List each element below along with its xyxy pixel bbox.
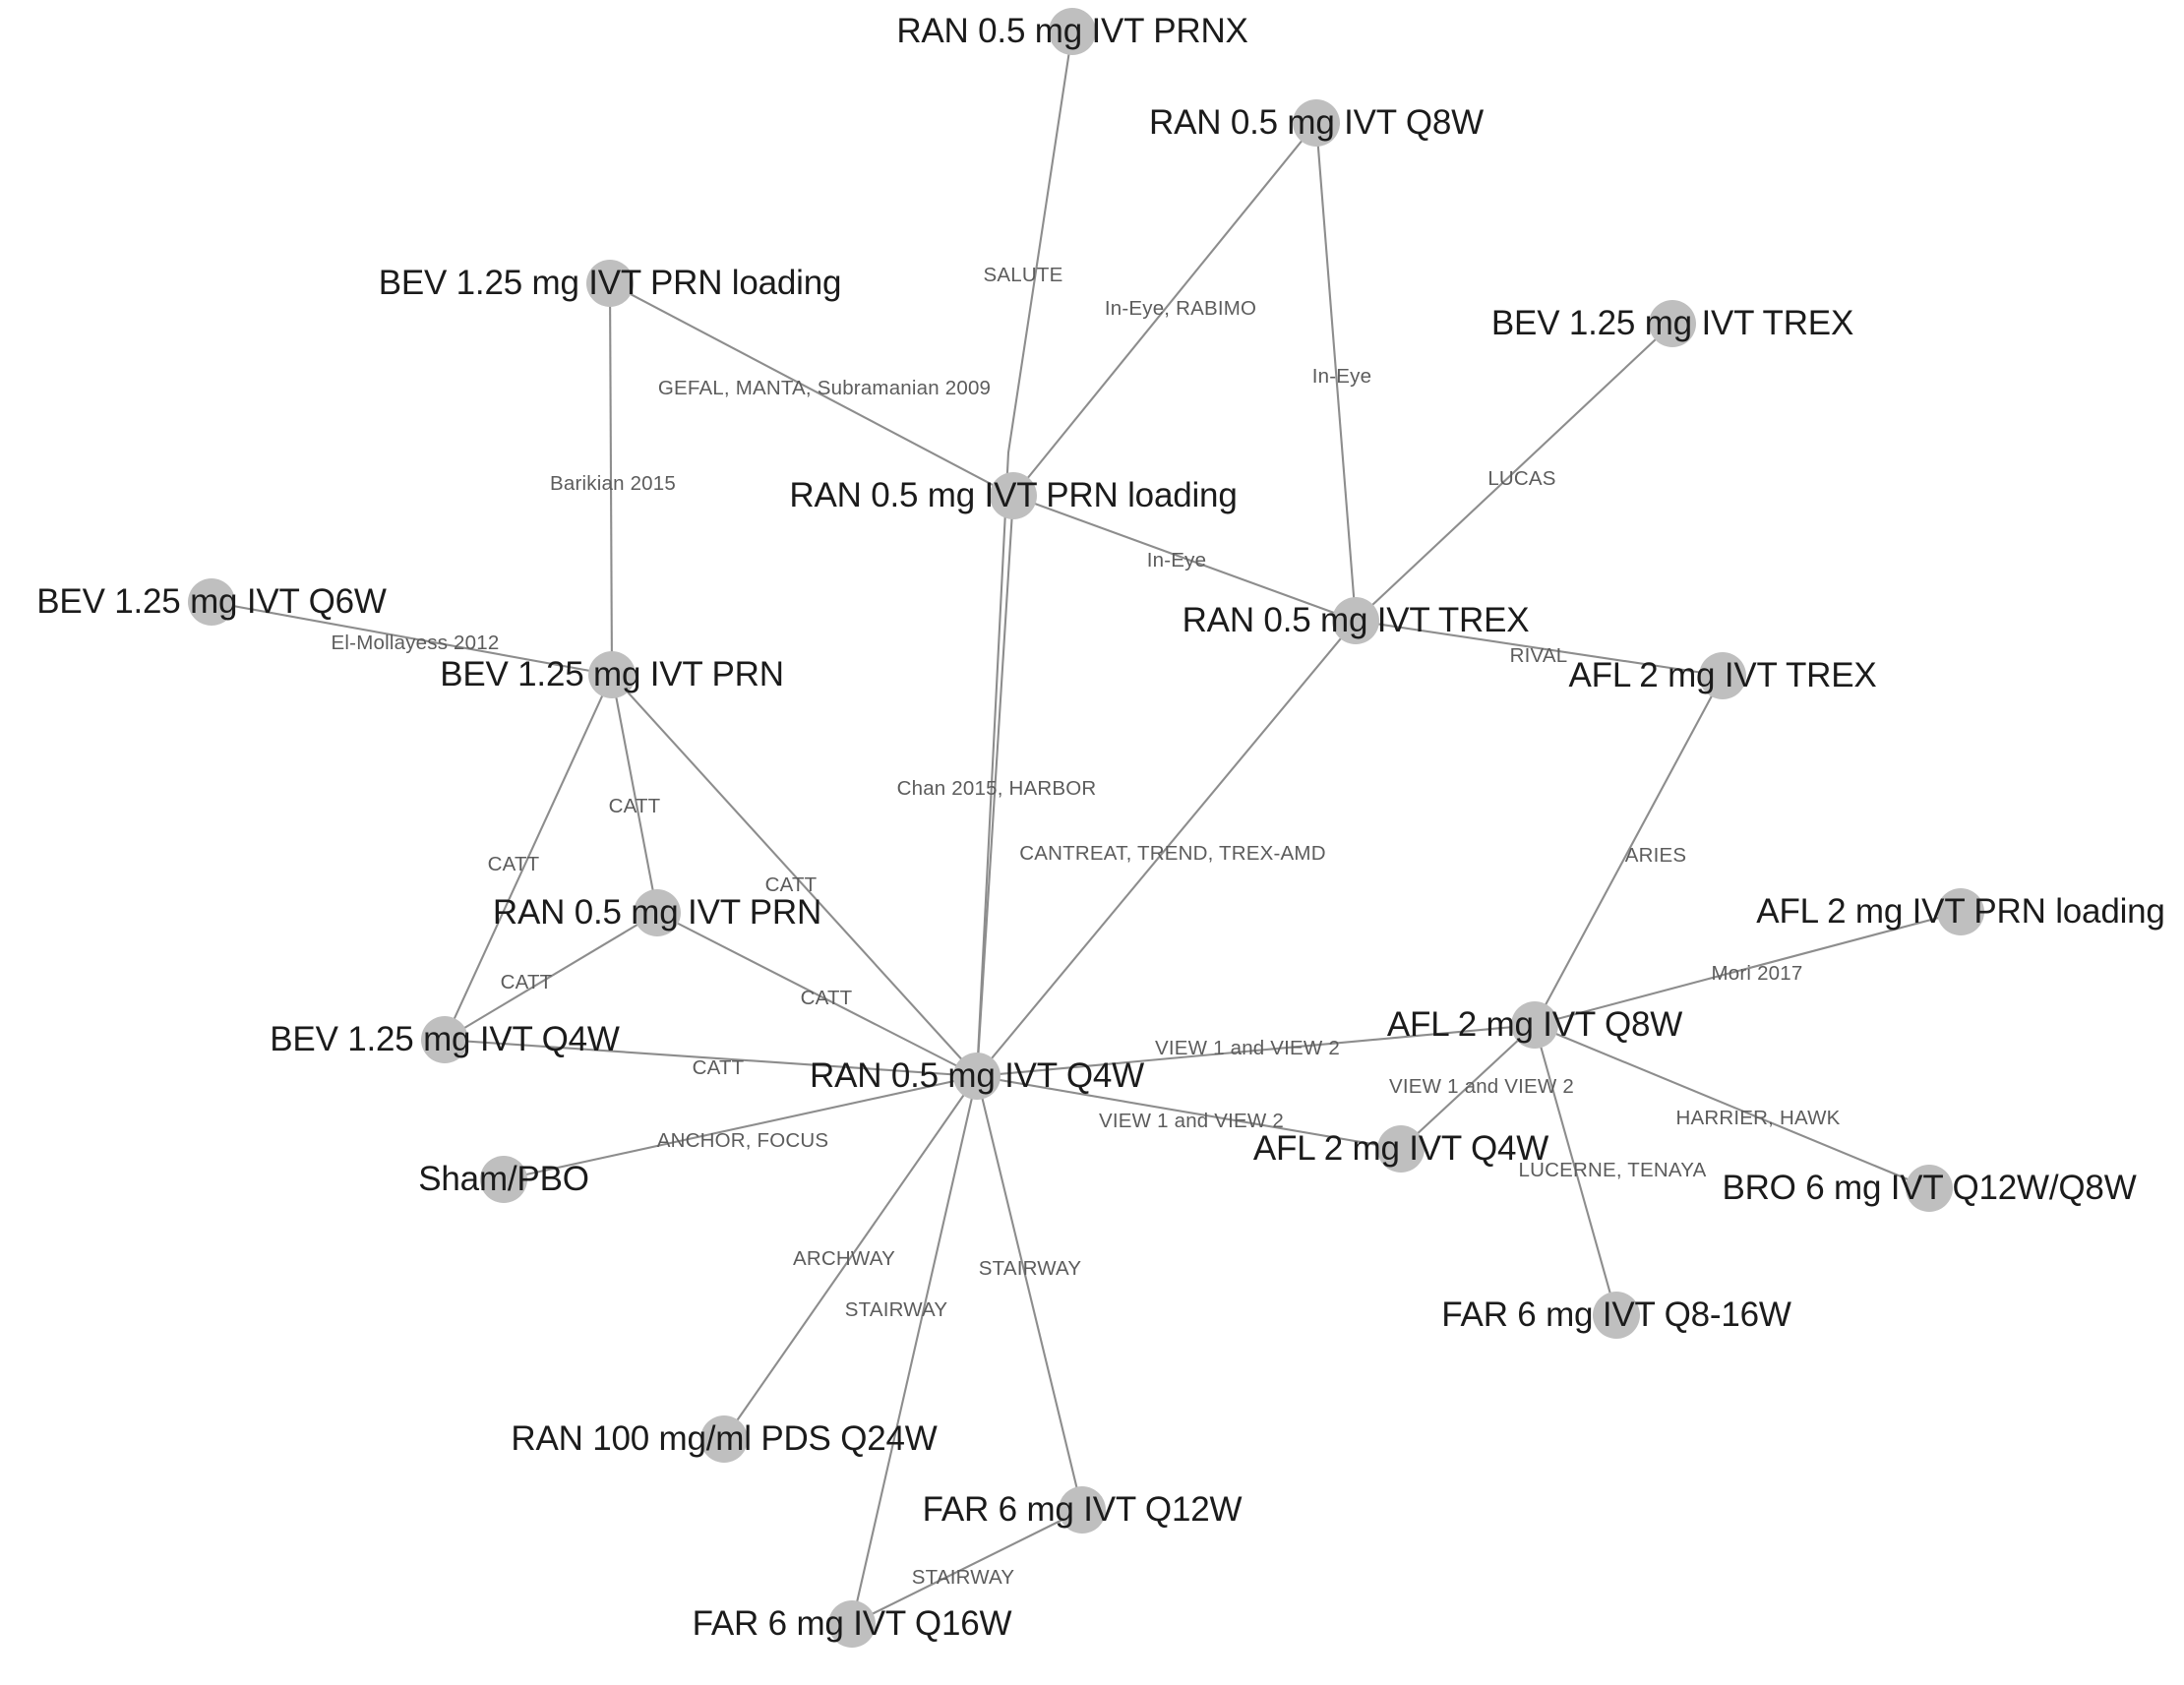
node-bev_q4w[interactable] (421, 1016, 468, 1063)
edge-ran_prn-to-bev_q4w (444, 912, 658, 1041)
node-afl_trex[interactable] (1699, 652, 1746, 699)
edge-bev_prn-to-ran_prn (610, 674, 659, 914)
edge-ran_prn_loading-to-ran_q4w (975, 495, 1015, 1077)
node-ran_trex[interactable] (1332, 597, 1379, 644)
edge-ran_prn_loading-to-ran_trex (1012, 495, 1357, 622)
node-bev_prn_loading[interactable] (586, 260, 634, 307)
edge-ran_q4w-to-afl_q4w (976, 1074, 1402, 1151)
node-bev_trex[interactable] (1649, 300, 1696, 347)
node-ran_pds_q24w[interactable] (700, 1415, 748, 1463)
node-ran_prn[interactable] (634, 889, 681, 936)
node-ran_prnx[interactable] (1049, 8, 1096, 55)
edge-ran_q4w-to-ran_pds_q24w (723, 1075, 978, 1440)
edge-ran_q8w-to-ran_trex (1314, 122, 1358, 622)
node-bev_q6w[interactable] (188, 578, 235, 626)
edge-ran_q4w-to-far_q12w (975, 1075, 1084, 1511)
node-afl_q4w[interactable] (1377, 1125, 1425, 1173)
node-bro_q12w_q8w[interactable] (1906, 1165, 1953, 1212)
node-sham_pbo[interactable] (480, 1156, 527, 1203)
node-bev_prn[interactable] (588, 651, 636, 698)
node-ran_q4w[interactable] (953, 1053, 1001, 1100)
edge-bev_prn-to-bev_q4w (444, 674, 613, 1041)
edge-afl_q8w-to-far_q8_16w (1533, 1024, 1618, 1316)
nodes-layer (188, 8, 1984, 1648)
edge-ran_prnx-to-ran_q4w (975, 30, 1074, 1077)
edge-bev_q4w-to-ran_q4w (444, 1038, 978, 1078)
edge-ran_q4w-to-afl_q8w (976, 1023, 1536, 1078)
edge-afl_q4w-to-afl_q8w (1400, 1024, 1536, 1150)
edge-ran_q4w-to-far_q16w (850, 1075, 979, 1625)
edge-bev_q6w-to-bev_prn (211, 600, 613, 677)
node-ran_q8w[interactable] (1293, 99, 1340, 147)
node-ran_prn_loading[interactable] (990, 472, 1037, 519)
edge-afl_trex-to-afl_q8w (1534, 675, 1724, 1026)
edge-bev_prn-to-ran_q4w (611, 674, 978, 1077)
node-far_q12w[interactable] (1059, 1486, 1106, 1534)
edge-ran_prn-to-ran_q4w (656, 912, 978, 1077)
edge-afl_q8w-to-afl_prn_loading (1534, 910, 1962, 1027)
edge-ran_prn_loading-to-ran_q8w (1012, 122, 1317, 497)
node-far_q16w[interactable] (828, 1600, 876, 1648)
edge-bev_trex-to-ran_trex (1355, 323, 1673, 622)
edge-far_q12w-to-far_q16w (851, 1509, 1083, 1625)
edge-bev_prn_loading-to-bev_prn (608, 282, 614, 676)
edges-layer (211, 30, 1962, 1625)
edge-bev_prn_loading-to-ran_prn_loading (609, 282, 1014, 497)
node-afl_prn_loading[interactable] (1937, 888, 1984, 935)
edge-sham_pbo-to-ran_q4w (503, 1074, 978, 1181)
edge-afl_q8w-to-bro_q12w_q8w (1534, 1024, 1930, 1189)
edge-ran_trex-to-afl_trex (1355, 619, 1724, 678)
edge-ran_trex-to-ran_q4w (976, 620, 1357, 1077)
node-afl_q8w[interactable] (1511, 1001, 1558, 1049)
node-far_q8_16w[interactable] (1593, 1292, 1640, 1339)
